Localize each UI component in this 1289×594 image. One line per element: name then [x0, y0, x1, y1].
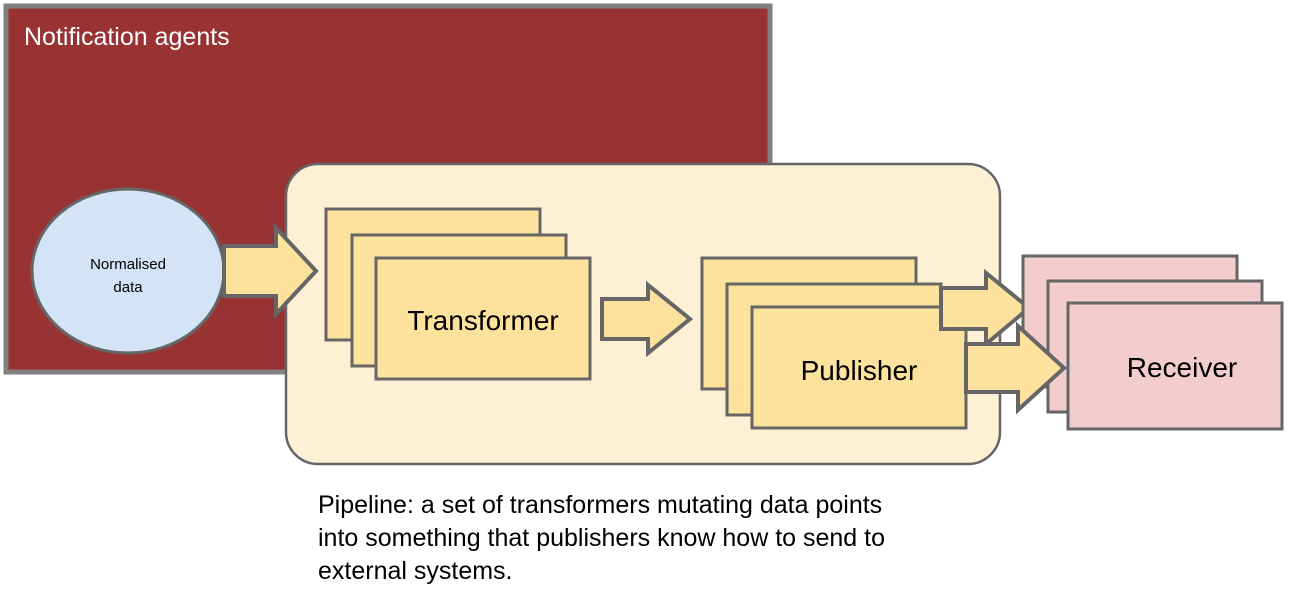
publisher-label: Publisher [801, 355, 918, 386]
transformer-card-front[interactable] [374, 256, 592, 381]
receiver-label: Receiver [1127, 352, 1237, 383]
caption-line-2: into something that publishers know how … [318, 524, 885, 552]
transformer-label: Transformer [407, 305, 558, 336]
caption-line-1: Pipeline: a set of transformers mutating… [318, 491, 882, 519]
arrow-publisher-to-receiver-front-icon [964, 321, 1067, 415]
caption-line-3: external systems. [318, 557, 513, 585]
receiver-card-front[interactable] [1066, 301, 1284, 431]
arrow-publisher-to-receiver-back-icon [939, 268, 1033, 349]
arrow-transformer-to-publisher-icon [600, 280, 694, 358]
notification-agents-label: Notification agents [24, 23, 230, 51]
normalised-data-label-line2: data [113, 279, 143, 296]
arrow-normalised-data-to-transformer-icon [222, 222, 319, 320]
normalised-data-label-line1: Normalised [90, 256, 166, 273]
